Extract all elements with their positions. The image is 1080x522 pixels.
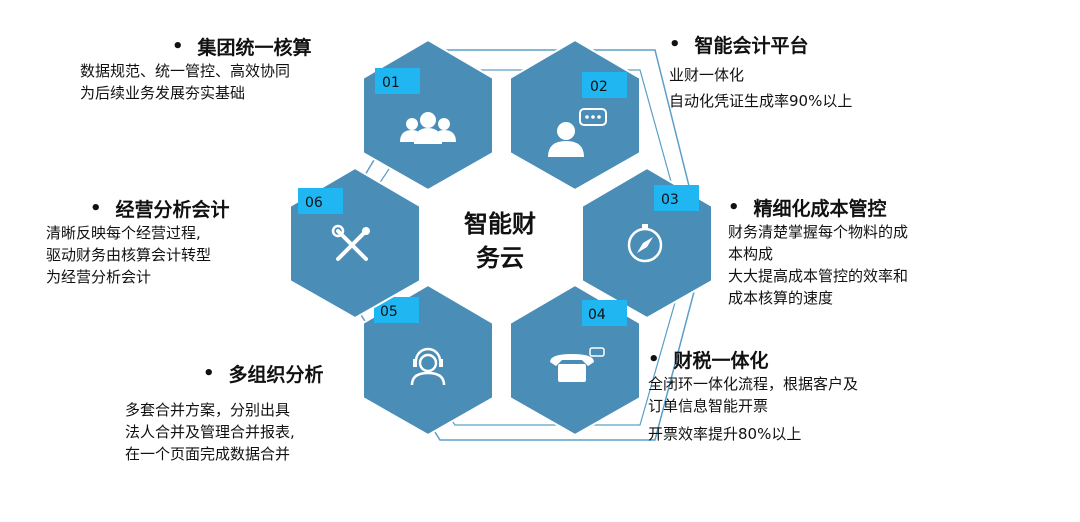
- headset-user-icon: [410, 347, 446, 386]
- module-desc-01-line2: 为后续业务发展夯实基础: [80, 84, 246, 102]
- module-desc-06-line2: 驱动财务由核算会计转型: [46, 246, 212, 264]
- module-desc-06-line3: 为经营分析会计: [46, 268, 152, 286]
- people-group-icon: [400, 112, 456, 144]
- module-desc-02-line1: 业财一体化: [669, 66, 745, 84]
- module-text-02: • 智能会计平台 业财一体化 自动化凭证生成率90%以上: [669, 31, 852, 112]
- module-text-04: • 财税一体化 全闭环一体化流程，根据客户及 订单信息智能开票 开票效率提升80%…: [648, 346, 858, 445]
- user-chat-icon: [548, 108, 607, 157]
- module-title-01: 集团统一核算: [197, 37, 312, 59]
- module-text-01: • 集团统一核算 数据规范、统一管控、高效协同 为后续业务发展夯实基础: [80, 33, 312, 104]
- bullet-dot: •: [648, 349, 660, 370]
- module-title-06: 经营分析会计: [115, 199, 230, 221]
- module-desc-05-line3: 在一个页面完成数据合并: [125, 445, 291, 463]
- module-desc-06-line1: 清晰反映每个经营过程,: [46, 224, 201, 242]
- compass-icon: [627, 224, 663, 263]
- module-desc-03-line1: 财务清楚掌握每个物料的成: [728, 223, 909, 241]
- hex-number-05: 05: [380, 304, 398, 320]
- module-desc-04-line1: 全闭环一体化流程，根据客户及: [648, 375, 859, 393]
- bullet-dot: •: [728, 197, 740, 218]
- module-desc-03-line3: 大大提高成本管控的效率和: [728, 267, 909, 285]
- module-text-05: • 多组织分析 多套合并方案，分别出具 法人合并及管理合并报表, 在一个页面完成数…: [125, 360, 324, 465]
- hex-module-04[interactable]: 04: [509, 283, 641, 437]
- module-title-04: 财税一体化: [673, 350, 769, 372]
- module-desc-01-line1: 数据规范、统一管控、高效协同: [80, 62, 291, 80]
- module-desc-03-line4: 成本核算的速度: [728, 289, 834, 307]
- module-title-03: 精细化成本管控: [753, 198, 887, 220]
- center-title-line1: 智能财: [464, 210, 536, 238]
- hex-number-03: 03: [661, 192, 679, 208]
- tools-icon: [331, 224, 370, 261]
- bullet-dot: •: [172, 36, 184, 57]
- hex-number-01: 01: [382, 75, 400, 91]
- hex-number-04: 04: [588, 307, 606, 323]
- module-desc-04-line2: 订单信息智能开票: [648, 397, 769, 415]
- hex-number-02: 02: [590, 79, 608, 95]
- module-title-05: 多组织分析: [228, 364, 324, 386]
- bullet-dot: •: [669, 34, 681, 55]
- hex-module-06[interactable]: 06: [289, 166, 421, 320]
- hex-module-03[interactable]: 03: [581, 166, 713, 320]
- hex-module-01[interactable]: 01: [362, 38, 494, 192]
- module-text-03: • 精细化成本管控 财务清楚掌握每个物料的成 本构成 大大提高成本管控的效率和 成…: [728, 194, 908, 309]
- module-desc-05-line1: 多套合并方案，分别出具: [125, 401, 291, 419]
- hex-module-02[interactable]: 02: [509, 38, 641, 192]
- bullet-dot: •: [203, 363, 215, 384]
- module-title-02: 智能会计平台: [694, 35, 809, 57]
- module-desc-05-line2: 法人合并及管理合并报表,: [125, 423, 295, 441]
- hex-number-06: 06: [305, 195, 323, 211]
- hex-module-05[interactable]: 05: [362, 283, 494, 437]
- module-text-06: • 经营分析会计 清晰反映每个经营过程, 驱动财务由核算会计转型 为经营分析会计: [46, 195, 230, 288]
- module-desc-02-line2: 自动化凭证生成率90%以上: [669, 92, 853, 110]
- module-desc-04-line3: 开票效率提升80%以上: [648, 425, 802, 443]
- telephone-icon: [550, 347, 605, 382]
- module-desc-03-line2: 本构成: [728, 245, 774, 263]
- bullet-dot: •: [90, 198, 102, 219]
- center-title-line2: 务云: [476, 244, 524, 272]
